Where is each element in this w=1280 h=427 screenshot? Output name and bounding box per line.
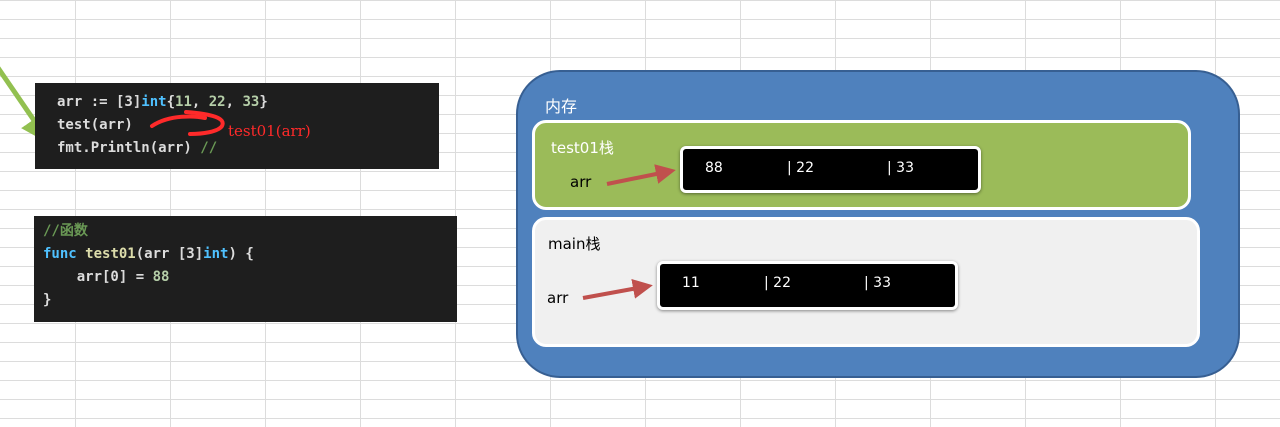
code-line-call: test(arr) [57, 117, 133, 133]
code-line-println: fmt.Println(arr) // [57, 140, 218, 156]
call-code-block: arr := [3]int{11, 22, 33} test(arr) fmt.Pr… [35, 83, 439, 169]
array-cell: 11 [682, 275, 700, 291]
array-cell: | 22 [764, 275, 791, 291]
code-line-assign: arr[0] = 88 [43, 269, 170, 285]
array-cell: | 33 [864, 275, 891, 291]
test01-stack-title: test01栈 [551, 139, 614, 157]
annotation-label: test01(arr) [228, 122, 311, 140]
test01-array-box: 88 | 22 | 33 [680, 146, 981, 193]
main-arr-label: arr [547, 289, 569, 307]
code-line-signature: func test01(arr [3]int) { [43, 246, 254, 262]
test01-arr-label: arr [570, 173, 592, 191]
memory-title: 内存 [545, 97, 578, 116]
main-array-box: 11 | 22 | 33 [657, 261, 958, 310]
array-cell: 88 [705, 160, 723, 176]
array-cell: | 22 [787, 160, 814, 176]
function-code-block: //函数 func test01(arr [3]int) { arr[0] = 8… [34, 216, 457, 322]
code-line-close: } [43, 292, 52, 308]
code-line-array-decl: arr := [3]int{11, 22, 33} [57, 94, 268, 110]
code-comment: //函数 [43, 223, 88, 239]
array-cell: | 33 [887, 160, 914, 176]
main-stack-title: main栈 [548, 235, 601, 253]
